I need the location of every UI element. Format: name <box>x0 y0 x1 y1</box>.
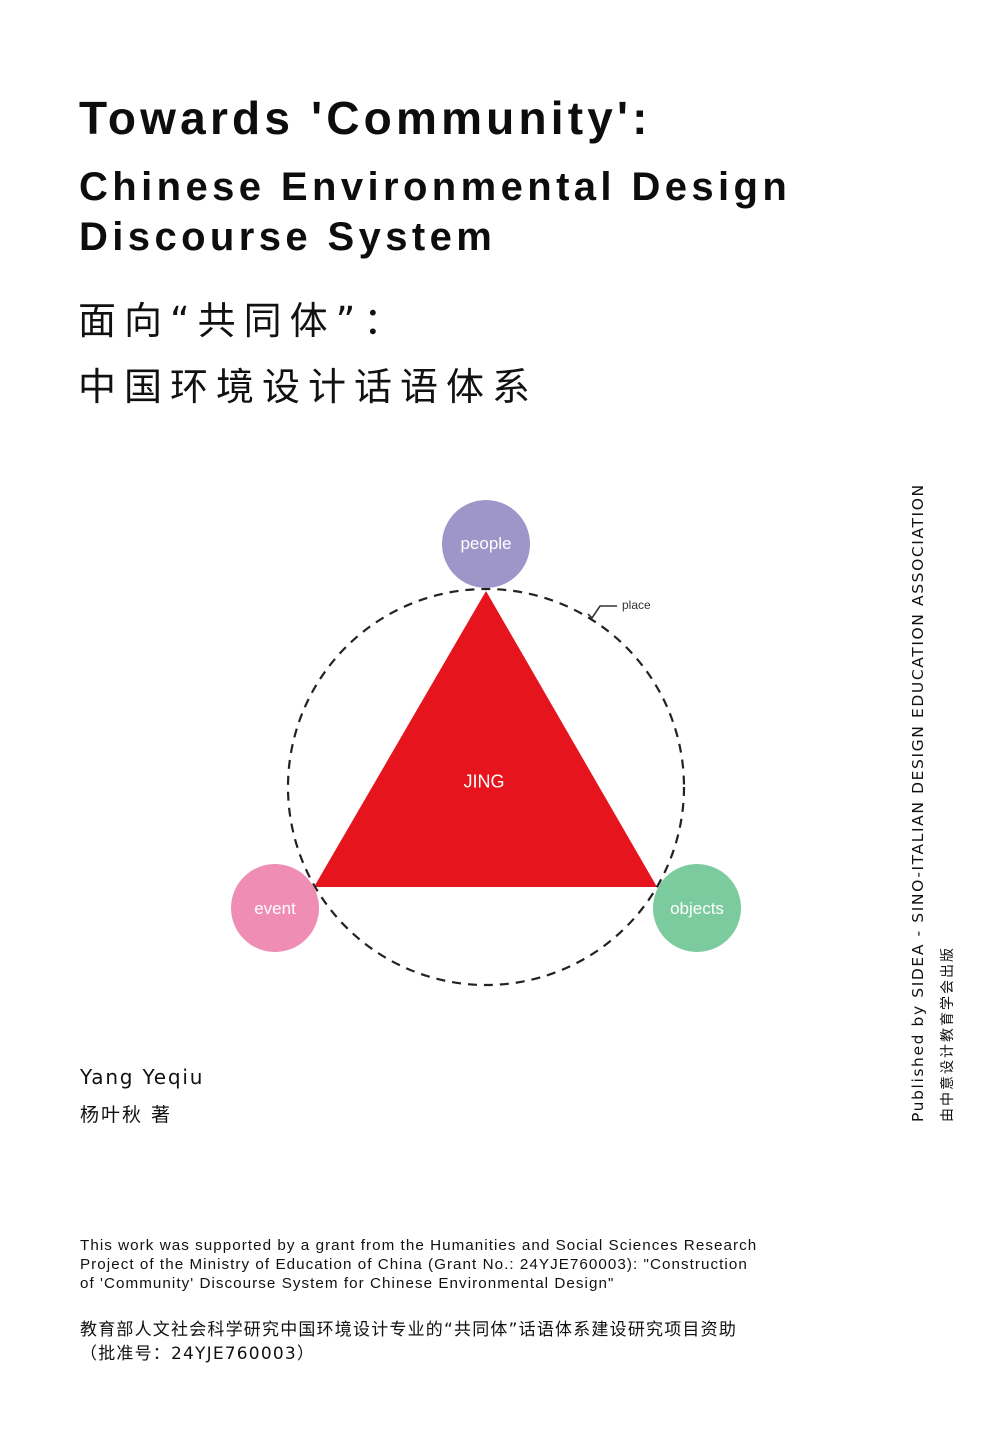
title-english-line-3: Discourse System <box>79 215 497 259</box>
event-node <box>231 864 319 952</box>
jing-triangle <box>314 591 657 887</box>
author-name-english: Yang Yeqiu <box>80 1065 205 1089</box>
objects-node <box>653 864 741 952</box>
title-english-line-1: Towards 'Community': <box>79 92 652 144</box>
grant-en-line-1: This work was supported by a grant from … <box>80 1237 758 1254</box>
event-label: event <box>254 899 296 918</box>
grant-statement-chinese: 教育部人文社会科学研究中国环境设计专业的“共同体”话语体系建设研究项目资助 （批… <box>80 1318 737 1366</box>
title-chinese-line-1: 面向“共同体”： <box>78 299 410 343</box>
title-english-line-2: Chinese Environmental Design <box>79 165 792 209</box>
grant-zh-line-2: （批准号：24YJE760003） <box>80 1344 316 1364</box>
grant-statement-english: This work was supported by a grant from … <box>80 1236 900 1293</box>
title-chinese-line-2: 中国环境设计话语体系 <box>78 365 539 409</box>
grant-en-line-3: of 'Community' Discourse System for Chin… <box>80 1275 615 1292</box>
place-label: place <box>622 598 651 612</box>
objects-label: objects <box>670 899 724 918</box>
people-label: people <box>460 534 512 553</box>
place-leader-line <box>587 605 617 620</box>
publisher-chinese: 由中意设计教育学会出版 <box>940 946 956 1122</box>
grant-en-line-2: Project of the Ministry of Education of … <box>80 1256 748 1273</box>
place-ring <box>286 587 686 987</box>
grant-zh-line-1: 教育部人文社会科学研究中国环境设计专业的“共同体”话语体系建设研究项目资助 <box>80 1320 738 1340</box>
jing-label: JING <box>463 771 505 792</box>
publisher-english: Published by SIDEA - SINO-ITALIAN DESIGN… <box>909 483 927 1122</box>
author-name-chinese: 杨叶秋 著 <box>80 1104 173 1126</box>
people-node <box>442 500 530 588</box>
